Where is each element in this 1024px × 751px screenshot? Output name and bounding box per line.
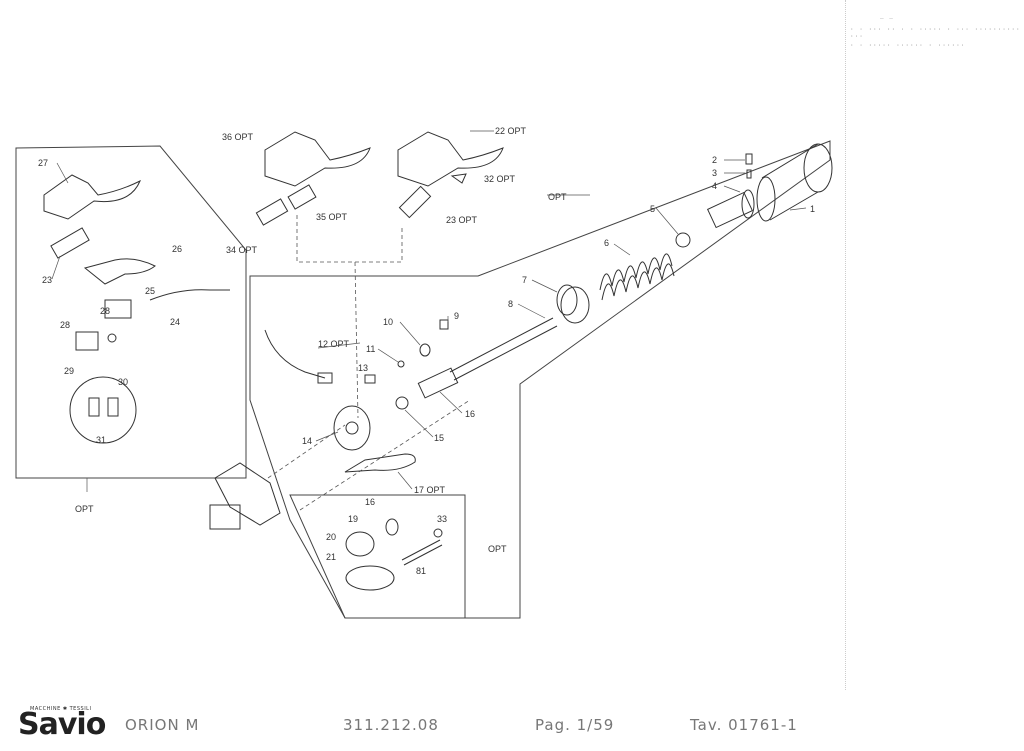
label-opt-lower: OPT [488,544,507,554]
left-opt-panel [15,145,247,479]
brand-tagline: MACCHINE ✱ TESSILI [30,706,92,712]
label-part-2: 2 [712,155,717,165]
label-part-16-upper: 16 [465,409,475,419]
label-part-1: 1 [810,204,815,214]
label-part-31: 31 [96,435,106,445]
label-part-81: 81 [416,566,426,576]
label-part-4: 4 [712,181,717,191]
label-opt-left: OPT [75,504,94,514]
label-part-30: 30 [118,377,128,387]
label-part-3: 3 [712,168,717,178]
savio-logo: MACCHINE ✱ TESSILI Savio [18,706,106,742]
footer-table: Tav. 01761-1 [690,716,798,734]
label-part-11: 11 [366,344,375,354]
label-part-12: 12 OPT [318,339,350,349]
label-part-20: 20 [326,532,336,542]
label-part-23-left: 23 [42,275,52,285]
label-part-22: 22 OPT [495,126,527,136]
label-part-15: 15 [434,433,444,443]
label-part-13: 13 [358,363,368,373]
footer-model: ORION M [125,716,200,734]
header-line-2: · · ··· ·· · · ····· · ··· ·········· ··… [850,26,1021,40]
margin-rule [845,0,847,690]
header-line-1: _ _ [880,12,894,19]
footer-code: 311.212.08 [343,716,439,734]
label-part-25: 25 [145,286,155,296]
label-opt-upper: OPT [548,192,567,202]
label-part-23-upper: 23 OPT [446,215,478,225]
brand-name: Savio [18,707,106,742]
label-part-28-left: 28 [60,320,70,330]
label-part-19: 19 [348,514,358,524]
label-part-35: 35 OPT [316,212,348,222]
label-part-33: 33 [437,514,447,524]
label-part-17: 17 OPT [414,485,446,495]
footer-page: Pag. 1/59 [535,716,615,734]
label-part-5: 5 [650,204,655,214]
label-part-26: 26 [172,244,182,254]
label-part-32: 32 OPT [484,174,516,184]
label-part-29: 29 [64,366,74,376]
label-part-24: 24 [170,317,180,327]
label-part-36: 36 OPT [222,132,254,142]
label-part-8: 8 [508,299,513,309]
label-part-16-lower: 16 [365,497,375,507]
exploded-view-drawing: 1 2 3 4 5 6 7 8 9 10 11 12 OPT 13 14 15 … [15,126,833,619]
label-part-28-top: 28 [100,306,110,316]
label-part-34: 34 OPT [226,245,258,255]
label-part-6: 6 [604,238,609,248]
header-line-3: · · ····· ······ · ······ [850,42,966,49]
label-part-27: 27 [38,158,48,168]
label-part-10: 10 [383,317,393,327]
label-part-9: 9 [454,311,459,321]
lower-opt-panel [289,494,466,619]
label-part-14: 14 [302,436,312,446]
label-part-7: 7 [522,275,527,285]
label-part-21: 21 [326,552,336,562]
